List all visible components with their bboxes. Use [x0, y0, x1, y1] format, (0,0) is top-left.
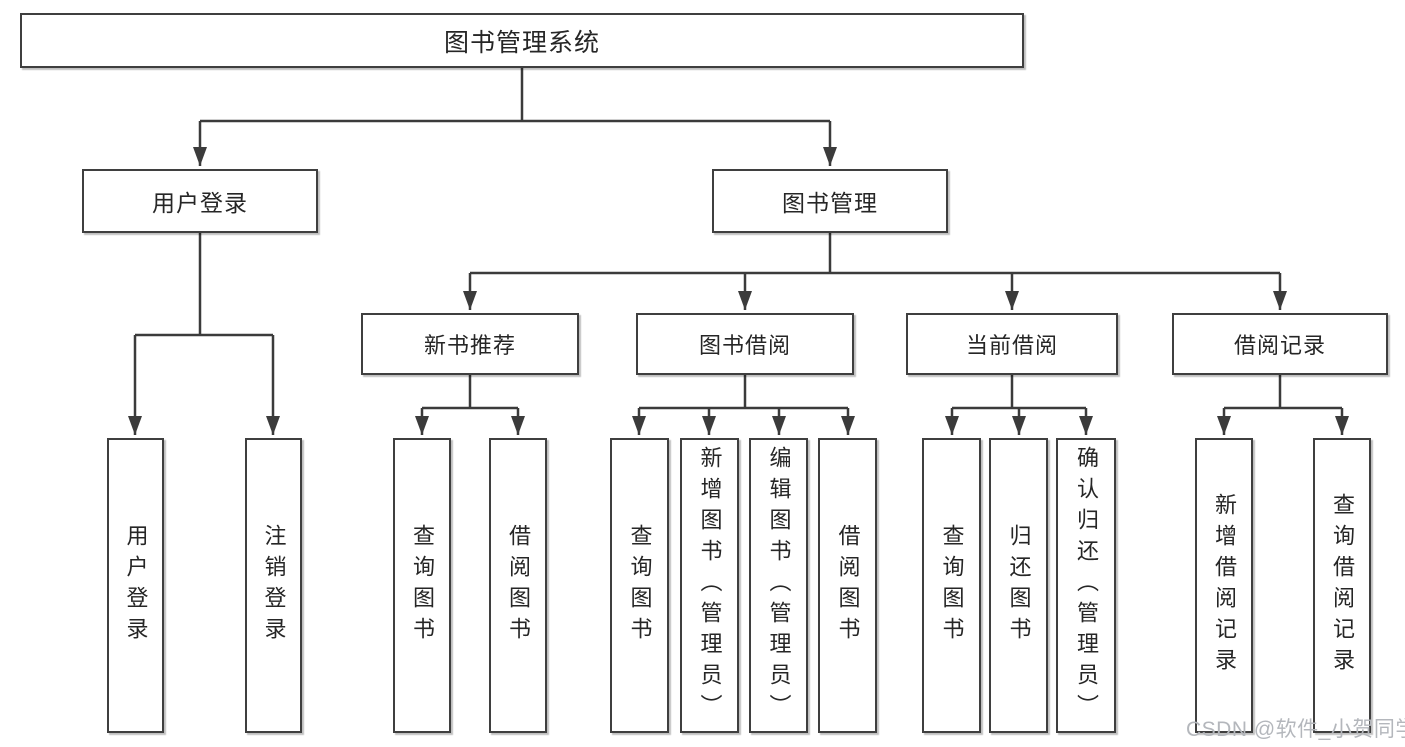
- node-label: 当前借阅: [965, 333, 1058, 358]
- leaf-edit-books-admin: 编辑图书（管理员）: [749, 438, 808, 733]
- node-new-book-recommendation: 新书推荐: [361, 313, 579, 375]
- csdn-watermark: CSDN @软件_小贺同学: [1186, 718, 1405, 741]
- node-label: 图书管理: [782, 190, 878, 216]
- leaf-borrow-books: 借阅图书: [818, 438, 877, 733]
- leaf-query-borrowing-record: 查询借阅记录: [1313, 438, 1371, 733]
- node-book-borrowing: 图书借阅: [636, 313, 854, 375]
- node-label: 新增借阅记录: [1212, 492, 1237, 679]
- node-label: 查询图书: [939, 523, 965, 648]
- node-label: 编辑图书（管理员）: [766, 446, 792, 725]
- node-user-login: 用户登录: [82, 169, 318, 233]
- leaf-borrow-books-newbook: 借阅图书: [489, 438, 547, 733]
- node-book-management: 图书管理: [712, 169, 948, 233]
- node-label: 图书管理系统: [443, 28, 600, 57]
- leaf-user-login: 用户登录: [107, 438, 164, 733]
- node-label: 查询图书: [410, 523, 435, 648]
- leaf-query-books-current: 查询图书: [922, 438, 981, 733]
- leaf-return-books: 归还图书: [989, 438, 1048, 733]
- node-label: 用户登录: [123, 523, 149, 648]
- leaf-query-books-borrowing: 查询图书: [610, 438, 669, 733]
- leaf-confirm-return-admin: 确认归还（管理员）: [1056, 438, 1116, 733]
- leaf-logout: 注销登录: [245, 438, 302, 733]
- leaf-query-books-newbook: 查询图书: [393, 438, 451, 733]
- node-current-borrowing: 当前借阅: [906, 313, 1118, 375]
- node-label: 归还图书: [1006, 523, 1032, 648]
- node-label: 新书推荐: [423, 333, 516, 358]
- leaf-add-books-admin: 新增图书（管理员）: [680, 438, 739, 733]
- node-label: 图书借阅: [698, 333, 791, 358]
- node-library-management-system: 图书管理系统: [20, 13, 1024, 68]
- node-label: 查询借阅记录: [1330, 492, 1355, 679]
- node-label: 借阅图书: [835, 523, 861, 648]
- node-label: 借阅记录: [1233, 333, 1326, 358]
- node-label: 用户登录: [152, 190, 248, 216]
- node-label: 注销登录: [261, 523, 287, 648]
- node-label: 查询图书: [627, 523, 653, 648]
- node-label: 新增图书（管理员）: [697, 446, 723, 725]
- leaf-add-borrowing-record: 新增借阅记录: [1195, 438, 1253, 733]
- node-label: 借阅图书: [506, 523, 531, 648]
- node-label: 确认归还（管理员）: [1074, 446, 1099, 725]
- node-borrowing-records: 借阅记录: [1172, 313, 1388, 375]
